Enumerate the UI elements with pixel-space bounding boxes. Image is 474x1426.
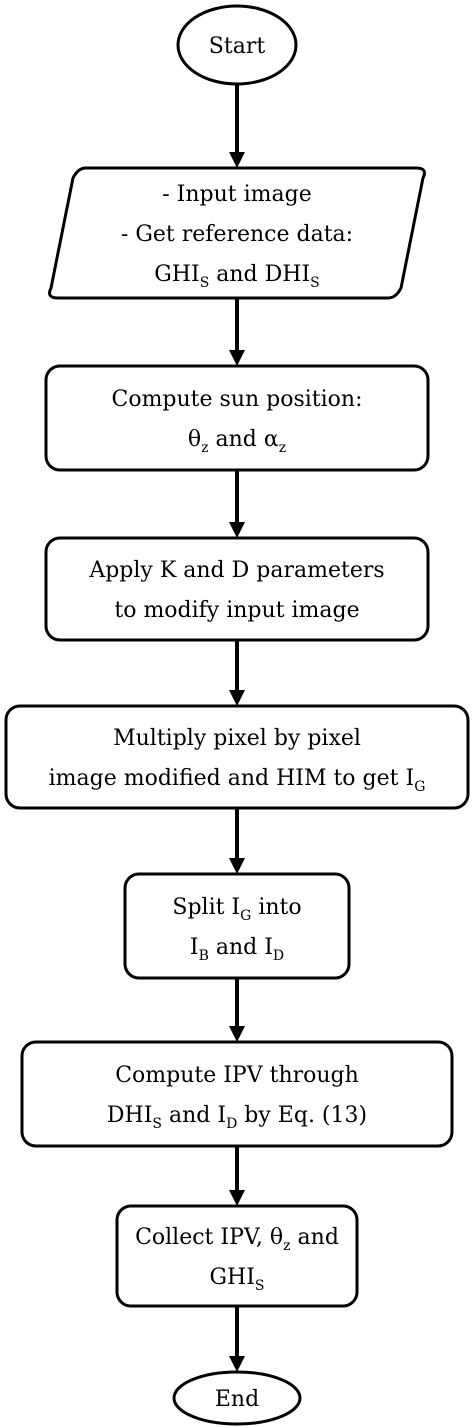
terminal-shape <box>172 1370 302 1426</box>
node-label-line: Start <box>209 34 266 59</box>
subscript: S <box>310 275 320 291</box>
arrowhead-icon <box>229 152 245 168</box>
arrowhead-icon <box>229 522 245 538</box>
label-text: θ <box>188 427 201 452</box>
label-text: GHI <box>154 262 199 287</box>
process-shape <box>44 536 430 642</box>
terminal-shape <box>176 4 298 86</box>
arrow-start-to-input <box>229 84 245 168</box>
node-end: End <box>172 1370 302 1426</box>
subscript: D <box>226 1116 237 1132</box>
node-label-line: Compute IPV through <box>115 1063 359 1088</box>
arrowhead-icon <box>229 690 245 706</box>
label-text: Apply K and D parameters <box>88 558 384 583</box>
process-shape <box>115 1204 359 1308</box>
label-text: End <box>215 1387 259 1412</box>
subscript: S <box>152 1116 162 1132</box>
process-shape <box>4 704 470 810</box>
label-text: and <box>291 1225 339 1250</box>
node-label-line: End <box>215 1387 259 1412</box>
arrow-collect-to-end <box>229 1306 245 1372</box>
node-label-line: image modified and HIM to get IG <box>49 766 426 795</box>
label-text: - Get reference data: <box>121 222 353 247</box>
process-shape <box>44 364 430 472</box>
label-text: and DHI <box>209 262 310 287</box>
subscript: G <box>414 779 425 795</box>
node-label-line: GHIS <box>209 1265 264 1294</box>
node-apply-kd: Apply K and D parameters to modify input … <box>44 536 430 642</box>
label-text: into <box>251 895 301 920</box>
arrowhead-icon <box>229 1356 245 1372</box>
arrow-compute-ipv-to-collect <box>229 1146 245 1206</box>
label-text: DHI <box>107 1103 153 1128</box>
process-shape <box>123 872 351 980</box>
subscript: B <box>199 948 209 964</box>
arrow-sun-position-to-apply-kd <box>229 470 245 538</box>
node-label-line: θz and αz <box>188 427 286 456</box>
process-shape <box>20 1040 454 1148</box>
node-label-line: Compute sun position: <box>111 387 362 412</box>
label-text: Compute sun position: <box>111 387 362 412</box>
label-text: and α <box>209 427 279 452</box>
node-label-line: DHIS and ID by Eq. (13) <box>107 1103 367 1132</box>
subscript: z <box>201 440 208 456</box>
data-shape <box>48 166 426 300</box>
label-text: Split I <box>172 895 240 920</box>
label-text: Multiply pixel by pixel <box>113 726 361 751</box>
label-text: Start <box>209 34 266 59</box>
node-label-line: - Input image <box>162 182 312 207</box>
arrow-multiply-to-split <box>229 808 245 874</box>
label-text: by Eq. (13) <box>237 1103 367 1128</box>
node-label-line: Apply K and D parameters <box>88 558 384 583</box>
label-text: - Input image <box>162 182 312 207</box>
arrowhead-icon <box>229 1190 245 1206</box>
subscript: G <box>240 908 251 924</box>
node-label-line: IB and ID <box>190 935 284 964</box>
subscript: D <box>273 948 284 964</box>
arrowhead-icon <box>229 350 245 366</box>
edges-layer <box>229 84 245 1372</box>
node-label-line: to modify input image <box>114 598 359 623</box>
label-text: and I <box>162 1103 226 1128</box>
subscript: S <box>255 1278 265 1294</box>
node-label-line: Collect IPV, θz and <box>135 1225 339 1254</box>
label-text: I <box>190 935 199 960</box>
node-input: - Input image- Get reference data:GHIS a… <box>48 166 426 300</box>
node-sun-position: Compute sun position:θz and αz <box>44 364 430 472</box>
arrow-input-to-sun-position <box>229 298 245 366</box>
label-text: Compute IPV through <box>115 1063 359 1088</box>
label-text: GHI <box>209 1265 254 1290</box>
node-start: Start <box>176 4 298 86</box>
node-label-line: - Get reference data: <box>121 222 353 247</box>
node-label-line: Multiply pixel by pixel <box>113 726 361 751</box>
node-label-line: GHIS and DHIS <box>154 262 320 291</box>
arrowhead-icon <box>229 1026 245 1042</box>
arrow-apply-kd-to-multiply <box>229 640 245 706</box>
nodes-layer: Start - Input image - Get reference data: G… <box>4 4 470 1426</box>
subscript: S <box>200 275 210 291</box>
arrowhead-icon <box>229 858 245 874</box>
label-text: and I <box>209 935 273 960</box>
label-text: image modified and HIM to get I <box>49 766 415 791</box>
label-text: Collect IPV, θ <box>135 1225 283 1250</box>
subscript: z <box>279 440 286 456</box>
label-text: to modify input image <box>114 598 359 623</box>
node-label-line: Split IG into <box>172 895 301 924</box>
arrow-split-to-compute-ipv <box>229 978 245 1042</box>
node-multiply: Multiply pixel by pixel image modified an… <box>4 704 470 810</box>
subscript: z <box>283 1238 290 1254</box>
